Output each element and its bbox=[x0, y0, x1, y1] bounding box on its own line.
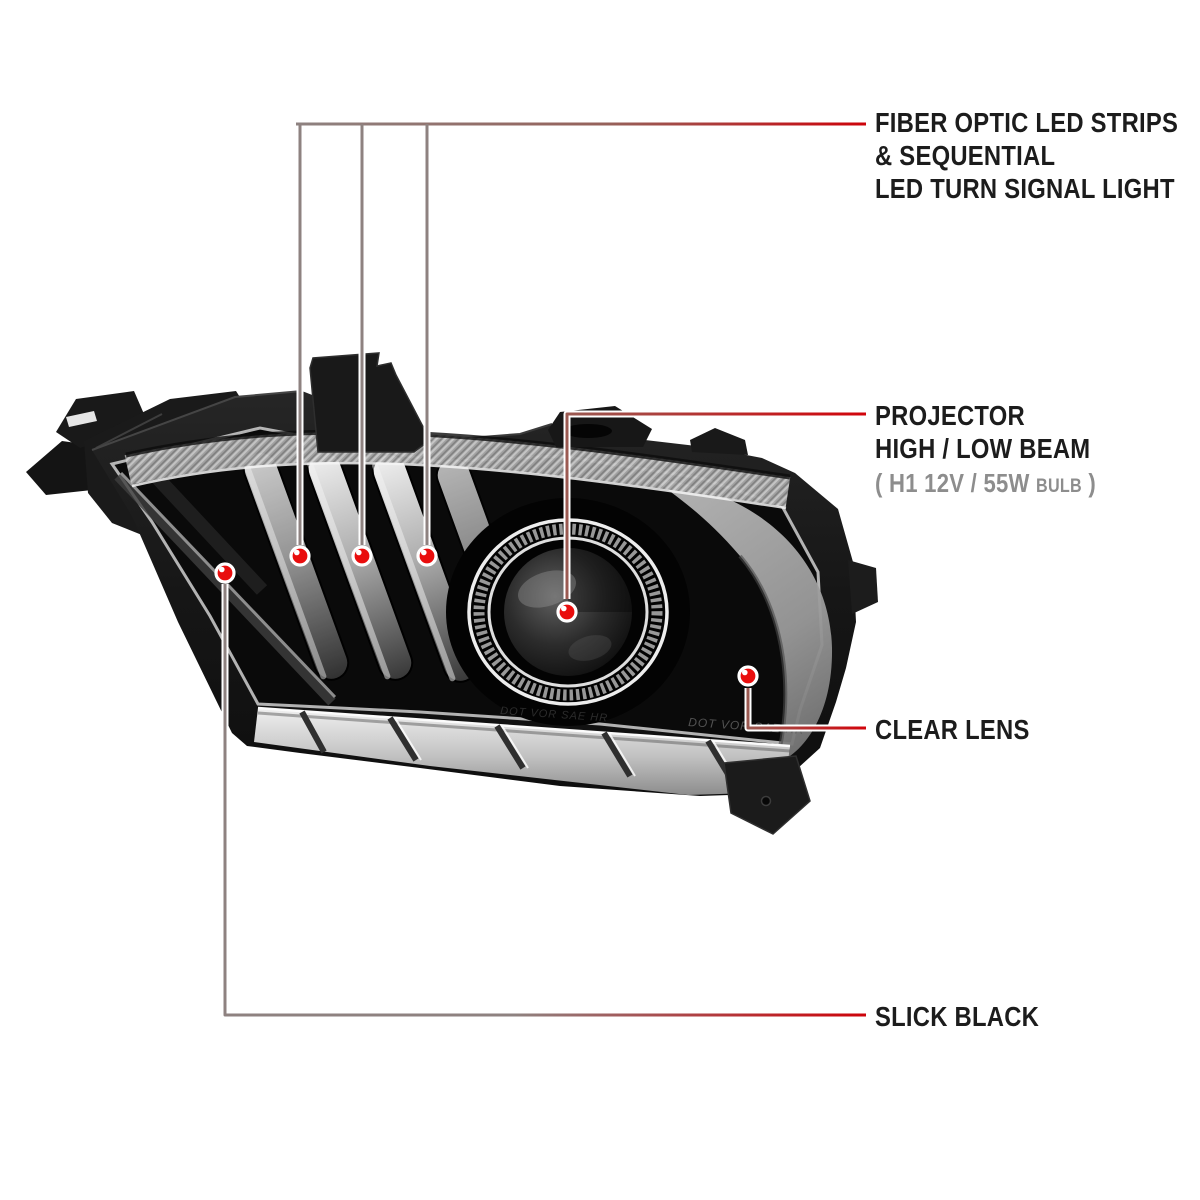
leader-clear-lens bbox=[746, 688, 866, 730]
callout-fiber-optic: FIBER OPTIC LED STRIPS & SEQUENTIAL LED … bbox=[875, 106, 1200, 205]
leader-slick-black bbox=[223, 584, 866, 1017]
callout-clear-lens-line-1: CLEAR LENS bbox=[875, 714, 1030, 745]
fiber-optic-marker-2 bbox=[351, 545, 373, 567]
callout-slick-black-line-1: SLICK BLACK bbox=[875, 1001, 1040, 1032]
leader-projector bbox=[565, 412, 866, 599]
bottom-right-bracket bbox=[723, 755, 811, 835]
slick-black-marker bbox=[214, 562, 236, 584]
top-mounting-tab bbox=[309, 352, 431, 453]
callout-fiber-optic-line-3: LED TURN SIGNAL LIGHT bbox=[875, 173, 1175, 204]
callout-projector: PROJECTOR HIGH / LOW BEAM ( H1 12V / 55W… bbox=[875, 399, 1135, 504]
callout-markers bbox=[214, 545, 759, 687]
projector-marker bbox=[556, 601, 578, 623]
callout-projector-bulb-spec: ( H1 12V / 55W BULB ) bbox=[875, 466, 1096, 504]
callout-leader-lines bbox=[221, 120, 866, 1019]
bulb-spec-small: BULB bbox=[1036, 476, 1082, 497]
right-side-tab bbox=[848, 560, 878, 614]
fiber-optic-marker-3 bbox=[416, 545, 438, 567]
callout-clear-lens: CLEAR LENS bbox=[875, 713, 1057, 746]
bulb-spec-main: ( H1 12V / 55W bbox=[875, 468, 1030, 498]
fiber-optic-marker-1 bbox=[289, 545, 311, 567]
headlight-photo: DOT VOR SAE HR DOT VOR SAE HR bbox=[26, 352, 878, 835]
callout-fiber-optic-line-2: & SEQUENTIAL bbox=[875, 140, 1056, 171]
callout-projector-line-2: HIGH / LOW BEAM bbox=[875, 433, 1091, 464]
clear-lens-marker bbox=[737, 665, 759, 687]
callout-slick-black: SLICK BLACK bbox=[875, 1000, 1068, 1033]
bulb-spec-close: ) bbox=[1088, 468, 1096, 498]
callout-fiber-optic-line-1: FIBER OPTIC LED STRIPS bbox=[875, 107, 1179, 138]
callout-projector-line-1: PROJECTOR bbox=[875, 400, 1025, 431]
